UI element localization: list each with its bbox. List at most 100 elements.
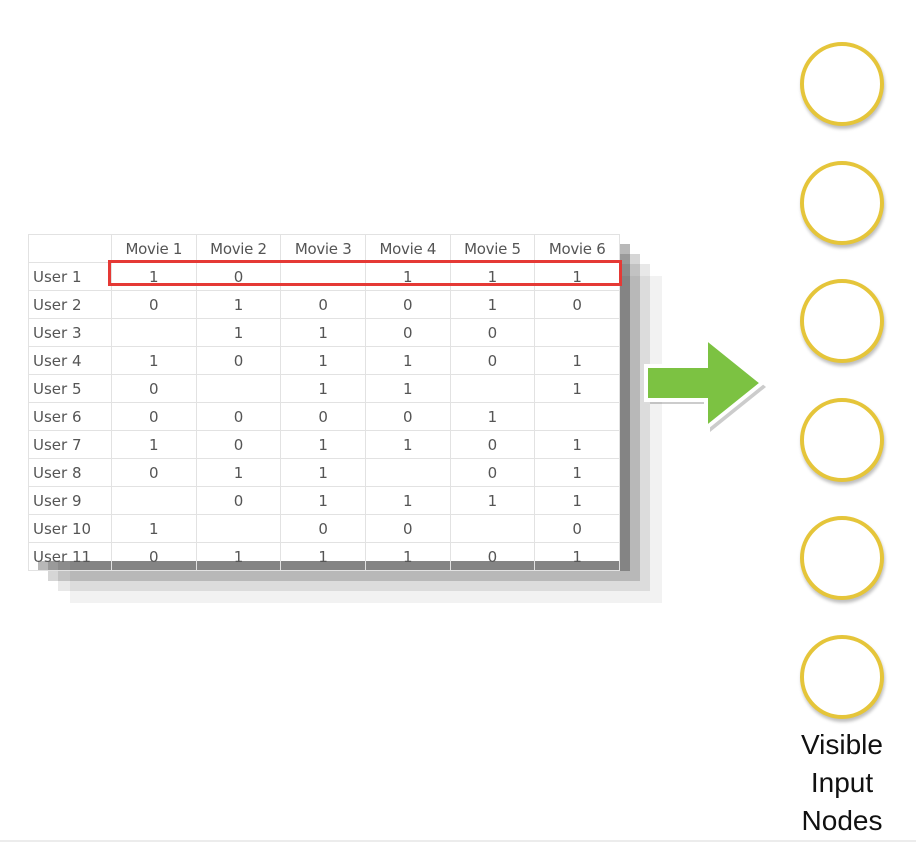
rating-cell: 0 (449, 318, 536, 347)
table-header-row: Movie 1 Movie 2 Movie 3 Movie 4 Movie 5 … (28, 234, 620, 263)
rating-cell: 1 (280, 458, 366, 487)
rating-cell: 0 (534, 514, 620, 543)
rating-cell (280, 262, 366, 291)
rating-cell: 0 (195, 430, 282, 459)
column-header: Movie 6 (534, 234, 620, 263)
row-label: User 7 (28, 430, 112, 459)
ratings-table-container: Movie 1 Movie 2 Movie 3 Movie 4 Movie 5 … (28, 234, 620, 571)
rating-cell: 1 (364, 430, 451, 459)
column-header: Movie 3 (280, 234, 366, 263)
rating-cell: 1 (449, 290, 536, 319)
visible-node-6 (800, 635, 884, 719)
rating-cell: 0 (195, 262, 282, 291)
right-arrow-icon (644, 333, 766, 433)
column-header: Movie 4 (364, 234, 451, 263)
rating-cell: 1 (364, 262, 451, 291)
visible-node-2 (800, 161, 884, 245)
rating-cell: 1 (364, 542, 451, 571)
rating-cell (534, 402, 620, 431)
rating-cell (195, 374, 282, 403)
rating-cell: 1 (534, 374, 620, 403)
rating-cell: 0 (111, 290, 197, 319)
bottom-divider (0, 840, 916, 842)
rating-cell (195, 514, 282, 543)
row-label: User 6 (28, 402, 112, 431)
visible-node-5 (800, 516, 884, 600)
rating-cell: 0 (195, 402, 282, 431)
row-label: User 8 (28, 458, 112, 487)
rating-cell: 1 (280, 430, 366, 459)
rating-cell (111, 318, 197, 347)
rating-cell: 1 (449, 486, 536, 515)
visible-node-4 (800, 398, 884, 482)
rating-cell: 1 (534, 346, 620, 375)
rating-cell: 1 (364, 486, 451, 515)
node-label-line: Nodes (801, 805, 883, 836)
rating-cell: 0 (195, 486, 282, 515)
rating-cell: 1 (280, 346, 366, 375)
rating-cell: 1 (534, 542, 620, 571)
ratings-table: Movie 1 Movie 2 Movie 3 Movie 4 Movie 5 … (28, 234, 620, 571)
rating-cell: 0 (280, 290, 366, 319)
rating-cell: 1 (364, 374, 451, 403)
rating-cell: 1 (280, 374, 366, 403)
row-label: User 10 (28, 514, 112, 543)
rating-cell: 1 (534, 262, 620, 291)
visible-node-1 (800, 42, 884, 126)
rating-cell: 1 (534, 430, 620, 459)
rating-cell: 0 (449, 542, 536, 571)
visible-input-nodes-label: Visible Input Nodes (780, 726, 904, 840)
row-label: User 4 (28, 346, 112, 375)
rating-cell: 0 (280, 402, 366, 431)
row-label: User 9 (28, 486, 112, 515)
node-label-line: Input (810, 767, 874, 798)
rating-cell: 1 (534, 486, 620, 515)
row-label: User 2 (28, 290, 112, 319)
rating-cell: 1 (111, 430, 197, 459)
table-corner-cell (28, 234, 112, 263)
rating-cell: 0 (364, 402, 451, 431)
row-label: User 1 (28, 262, 112, 291)
rating-cell: 1 (449, 262, 536, 291)
rating-cell: 0 (364, 290, 451, 319)
row-label: User 11 (28, 542, 112, 571)
rating-cell: 1 (111, 346, 197, 375)
rating-cell: 1 (280, 318, 366, 347)
rating-cell: 0 (111, 374, 197, 403)
rating-cell: 1 (195, 318, 282, 347)
rating-cell: 1 (195, 542, 282, 571)
row-label: User 5 (28, 374, 112, 403)
rating-cell: 1 (195, 458, 282, 487)
rating-cell: 0 (111, 458, 197, 487)
column-header: Movie 5 (449, 234, 536, 263)
rating-cell: 0 (280, 514, 366, 543)
rating-cell: 1 (280, 542, 366, 571)
rating-cell: 0 (111, 402, 197, 431)
visible-node-3 (800, 279, 884, 363)
rating-cell: 1 (449, 402, 536, 431)
rating-cell: 0 (449, 458, 536, 487)
rating-cell (364, 458, 451, 487)
rating-cell: 1 (364, 346, 451, 375)
rating-cell: 0 (111, 542, 197, 571)
rating-cell (449, 374, 536, 403)
rating-cell: 1 (534, 458, 620, 487)
node-label-line: Visible (801, 729, 883, 760)
rating-cell (111, 486, 197, 515)
rating-cell: 0 (449, 346, 536, 375)
rating-cell: 0 (195, 346, 282, 375)
rating-cell: 0 (534, 290, 620, 319)
row-label: User 3 (28, 318, 112, 347)
rating-cell (449, 514, 536, 543)
rating-cell (534, 318, 620, 347)
